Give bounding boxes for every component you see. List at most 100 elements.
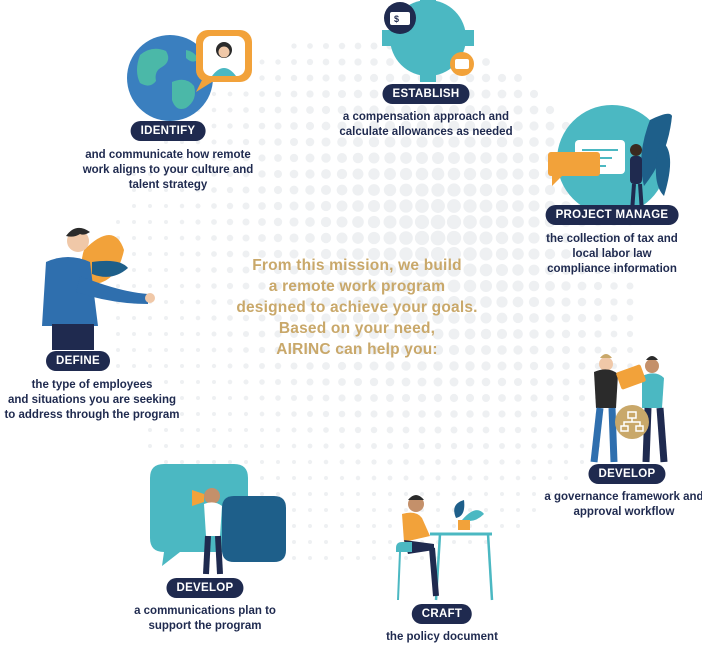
background-dot <box>322 410 330 418</box>
background-dot <box>242 298 250 306</box>
background-dot <box>228 460 232 464</box>
background-dot <box>228 444 232 448</box>
background-dot <box>384 296 396 308</box>
background-dot <box>532 492 536 496</box>
background-dot <box>275 75 281 81</box>
center-line: designed to achieve your goals. <box>236 299 478 316</box>
background-dot <box>226 186 234 194</box>
desc-line: approval workflow <box>573 506 675 518</box>
background-dot <box>338 74 346 82</box>
background-dot <box>579 411 585 417</box>
background-dot <box>322 58 330 66</box>
background-dot <box>179 171 185 177</box>
background-dot <box>179 203 185 209</box>
background-dot <box>148 396 152 400</box>
background-dot <box>386 394 394 402</box>
background-dot <box>450 426 458 434</box>
background-dot <box>196 428 200 432</box>
background-dot <box>529 137 539 147</box>
background-dot <box>512 168 524 180</box>
background-dot <box>401 73 411 83</box>
background-dot <box>563 411 569 417</box>
background-dot <box>384 312 396 324</box>
background-dot <box>468 540 472 544</box>
person-pointing-icon <box>42 227 155 350</box>
background-dot <box>431 183 445 197</box>
background-dot <box>356 556 360 560</box>
background-dot <box>305 217 315 227</box>
desc-line: work aligns to your culture and <box>82 164 254 176</box>
background-dot <box>434 442 442 450</box>
background-dot <box>305 249 315 259</box>
background-dot <box>116 380 120 384</box>
background-dot <box>258 154 266 162</box>
background-dot <box>340 524 344 528</box>
background-dot <box>449 377 459 387</box>
background-dot <box>196 364 200 368</box>
background-dot <box>242 138 250 146</box>
background-dot <box>164 316 168 320</box>
background-dot <box>274 346 282 354</box>
background-dot <box>132 380 136 384</box>
background-dot <box>179 283 185 289</box>
background-dot <box>180 316 184 320</box>
background-dot <box>242 218 250 226</box>
background-dot <box>593 249 603 259</box>
background-dot <box>466 410 474 418</box>
background-dot <box>337 313 347 323</box>
background-dot <box>414 230 430 246</box>
background-dot <box>367 247 381 261</box>
background-dot <box>369 345 379 355</box>
background-dot <box>513 121 523 131</box>
background-dot <box>340 556 344 560</box>
background-dot <box>399 247 413 261</box>
background-dot <box>324 492 328 496</box>
background-dot <box>196 396 200 400</box>
background-dot <box>528 248 540 260</box>
background-dot <box>464 152 476 164</box>
background-dot <box>276 476 280 480</box>
background-dot <box>610 234 618 242</box>
background-dot <box>164 412 168 416</box>
background-dot <box>399 263 413 277</box>
background-dot <box>148 428 152 432</box>
background-dot <box>497 361 507 371</box>
background-dot <box>464 312 476 324</box>
background-dot <box>495 247 509 261</box>
background-dot <box>289 217 299 227</box>
background-dot <box>545 345 555 355</box>
background-dot <box>515 459 521 465</box>
background-dot <box>338 410 346 418</box>
collaboration-icon <box>590 354 668 463</box>
background-dot <box>338 394 346 402</box>
background-dot <box>399 279 413 293</box>
background-dot <box>399 231 413 245</box>
background-dot <box>387 459 393 465</box>
background-dot <box>482 426 490 434</box>
background-dot <box>242 170 250 178</box>
background-dot <box>369 89 379 99</box>
background-dot <box>415 279 429 293</box>
background-dot <box>243 123 249 129</box>
background-dot <box>528 280 540 292</box>
background-dot <box>226 266 234 274</box>
center-line: From this mission, we build <box>252 257 462 274</box>
background-dot <box>132 332 136 336</box>
background-dot <box>353 121 363 131</box>
background-dot <box>626 234 634 242</box>
background-dot <box>610 346 618 354</box>
background-dot <box>430 246 446 262</box>
background-dot <box>436 508 440 512</box>
background-dot <box>435 459 441 465</box>
background-dot <box>306 362 314 370</box>
background-dot <box>273 201 283 211</box>
background-dot <box>372 508 376 512</box>
background-dot <box>258 314 266 322</box>
background-dot <box>292 508 296 512</box>
background-dot <box>132 396 136 400</box>
background-dot <box>308 524 312 528</box>
background-dot <box>483 491 489 497</box>
background-dot <box>433 105 443 115</box>
background-dot <box>132 316 136 320</box>
background-dot <box>512 152 524 164</box>
